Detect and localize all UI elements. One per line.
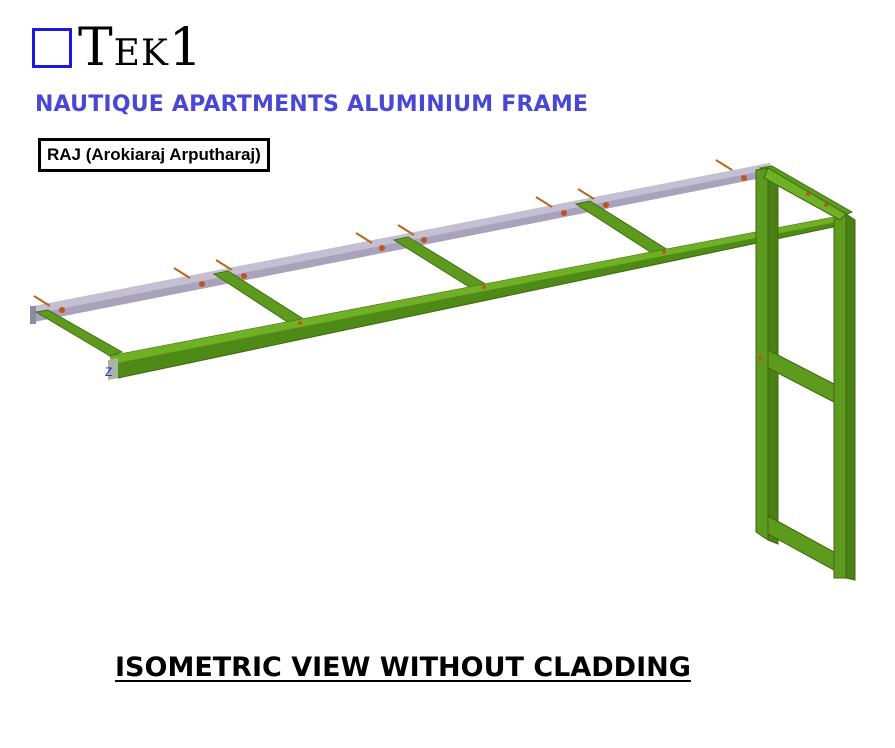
vertical-ladder bbox=[755, 167, 856, 581]
logo-square-icon bbox=[32, 28, 72, 68]
logo-text: Tek1 bbox=[78, 18, 203, 78]
view-caption: ISOMETRIC VIEW WITHOUT CLADDING bbox=[115, 652, 691, 683]
drawing-title: NAUTIQUE APARTMENTS ALUMINIUM FRAME bbox=[35, 92, 589, 117]
company-logo: Tek1 bbox=[32, 22, 203, 74]
cross-members bbox=[34, 165, 854, 357]
author-label: RAJ (Arokiaraj Arputharaj) bbox=[38, 138, 270, 172]
bolt-heads bbox=[59, 175, 828, 360]
front-beam bbox=[108, 214, 853, 380]
axis-label: Z bbox=[105, 365, 112, 379]
bolt-fixings bbox=[33, 159, 733, 307]
